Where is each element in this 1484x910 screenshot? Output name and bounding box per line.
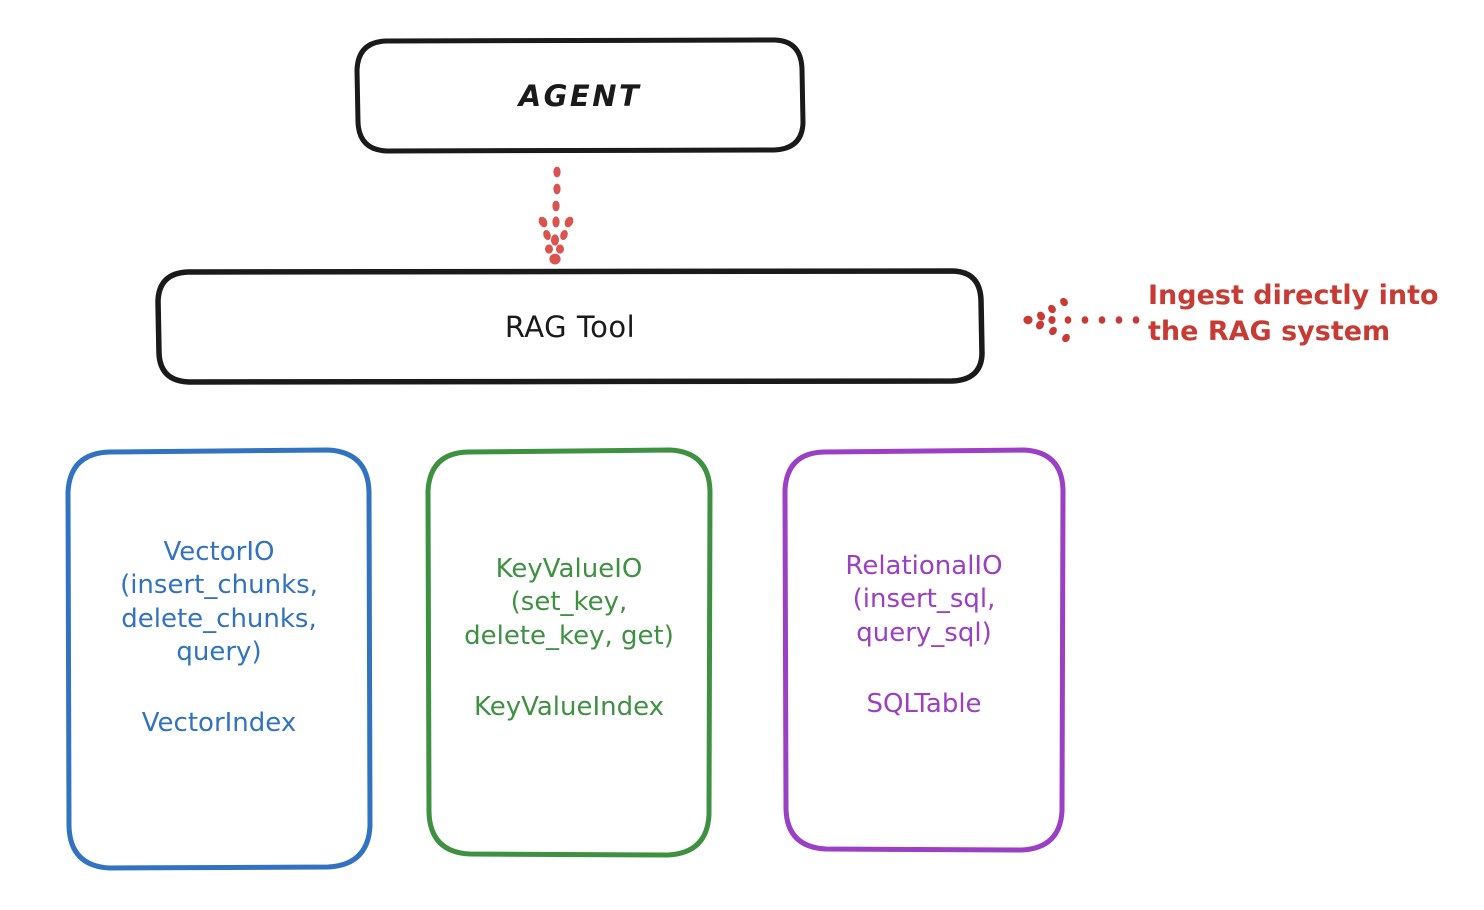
rag-tool-node[interactable]: RAG Tool (158, 270, 982, 383)
relational-io-node[interactable]: RelationalIO (insert_sql, query_sql) SQL… (785, 450, 1063, 850)
agent-node[interactable]: AGENT (357, 39, 803, 152)
key-value-io-box-outline (425, 447, 713, 858)
agent-box-outline (354, 37, 806, 154)
vector-io-box-outline (65, 447, 373, 871)
sql-table-label: SQLTable (866, 688, 982, 719)
key-value-io-node[interactable]: KeyValueIO (set_key, delete_key, get) Ke… (428, 450, 710, 855)
ingest-arrow (1023, 297, 1140, 343)
relational-io-api-label: RelationalIO (insert_sql, query_sql) (845, 551, 1003, 648)
ingest-annotation-label: Ingest directly into the RAG system (1148, 280, 1439, 347)
vector-io-api-label: VectorIO (insert_chunks, delete_chunks, … (120, 537, 318, 667)
agent-label: AGENT (518, 78, 642, 113)
key-value-io-api-label: KeyValueIO (set_key, delete_key, get) (464, 554, 674, 651)
key-value-index-label: KeyValueIndex (473, 691, 665, 722)
agent-to-rag-tool-arrow (538, 166, 574, 265)
rag-tool-label: RAG Tool (504, 309, 636, 344)
relational-io-box-outline (782, 447, 1066, 853)
rag-tool-box-outline (155, 268, 985, 385)
vector-index-label: VectorIndex (141, 708, 297, 739)
vector-io-node[interactable]: VectorIO (insert_chunks, delete_chunks, … (68, 450, 370, 868)
